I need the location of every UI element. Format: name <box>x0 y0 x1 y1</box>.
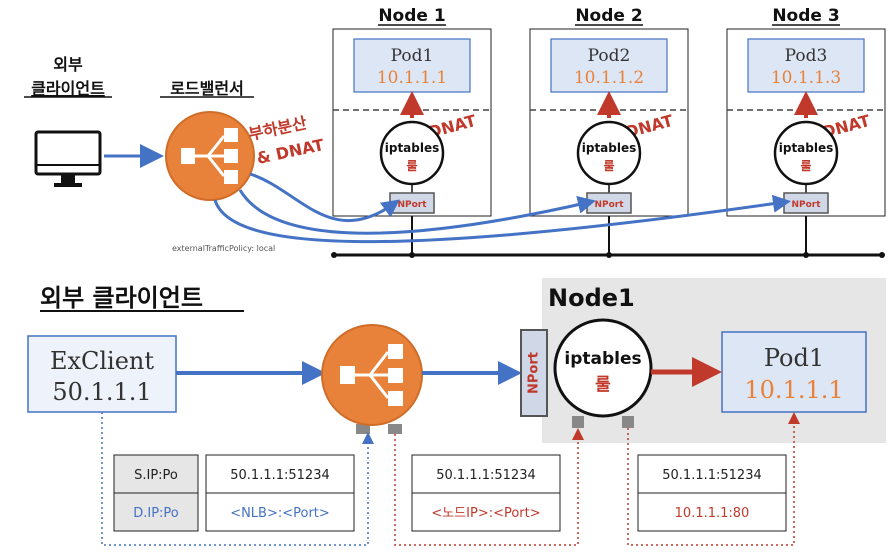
lb-to-node3-curve <box>213 194 791 244</box>
sip-label: S.IP:Po <box>134 468 178 483</box>
pod-ip: 10.1.1.1 <box>377 68 447 88</box>
bottom-rule-label: 룰 <box>595 375 611 395</box>
bottom-nport-box <box>520 329 548 417</box>
col2-dip: <노드IP>:<Port> <box>431 506 540 521</box>
pod-name: Pod1 <box>391 46 434 66</box>
col3-dip: 10.1.1.1:80 <box>675 506 750 521</box>
external-client-label-line2: 클라이언트 <box>31 79 105 98</box>
pod-ip: 10.1.1.3 <box>771 68 841 88</box>
exclient-name: ExClient <box>50 347 154 375</box>
node-title: Node 2 <box>575 6 642 26</box>
iptables-dotted-connector <box>627 412 800 546</box>
pod-name: Pod3 <box>785 46 828 66</box>
bottom-iptables-circle <box>553 318 653 418</box>
bottom-pod-ip: 10.1.1.1 <box>744 376 843 404</box>
bottom-pod-name: Pod1 <box>764 344 824 372</box>
node1-title: Node1 <box>548 284 635 312</box>
dip-label: D.IP:Po <box>133 506 179 521</box>
col1-sip: 50.1.1.1:51234 <box>230 468 330 483</box>
external-client-label-line1: 외부 <box>53 55 83 74</box>
lb-to-node1-curve <box>249 172 400 223</box>
col1-dip: <NLB>:<Port> <box>230 506 330 521</box>
exclient-ip: 50.1.1.1 <box>52 378 151 406</box>
col2-sip: 50.1.1.1:51234 <box>436 468 536 483</box>
bottom-diagram: 외부 클라이언트 Node1 ExClient 50.1.1.1 <box>27 278 886 546</box>
lb-to-node2-curve <box>238 189 596 235</box>
exclient-dotted-connector <box>101 412 374 546</box>
rule-label: 룰 <box>406 159 417 173</box>
lb-dotted-connector <box>394 428 584 546</box>
pod-ip: 10.1.1.2 <box>574 68 644 88</box>
nport-label: NPort <box>791 200 821 210</box>
node-title: Node 1 <box>378 6 445 26</box>
rule-label: 룰 <box>603 159 614 173</box>
packet-header-table: S.IP:Po D.IP:Po 50.1.1.1:51234 <NLB>:<Po… <box>113 454 787 532</box>
pod-box <box>550 38 668 93</box>
exclient-box <box>27 335 177 413</box>
policy-note: externalTrafficPolicy: local <box>172 244 275 253</box>
nport-label: NPort <box>594 200 624 210</box>
pod-name: Pod2 <box>588 46 631 66</box>
bottom-iptables-label: iptables <box>564 349 641 369</box>
bottom-heading: 외부 클라이언트 <box>40 284 203 312</box>
load-balancer-icon <box>165 111 255 201</box>
desktop-monitor-icon <box>34 130 102 187</box>
bottom-pod-box <box>721 331 867 413</box>
top-diagram: 외부 클라이언트 로드밸런서 부하분산 & DNAT <box>24 6 886 258</box>
load-balancer-label: 로드밸런서 <box>170 79 244 98</box>
bottom-nport-label: NPort <box>527 352 542 394</box>
col3-sip: 50.1.1.1:51234 <box>662 468 762 483</box>
node-title: Node 3 <box>772 6 839 26</box>
rule-label: 룰 <box>800 159 811 173</box>
nport-label: NPort <box>397 200 427 210</box>
bottom-load-balancer-icon <box>321 324 423 434</box>
iptables-label: iptables <box>385 141 440 155</box>
pod-box <box>747 38 865 93</box>
iptables-label: iptables <box>779 141 834 155</box>
pod-box <box>353 38 471 93</box>
iptables-label: iptables <box>582 141 637 155</box>
